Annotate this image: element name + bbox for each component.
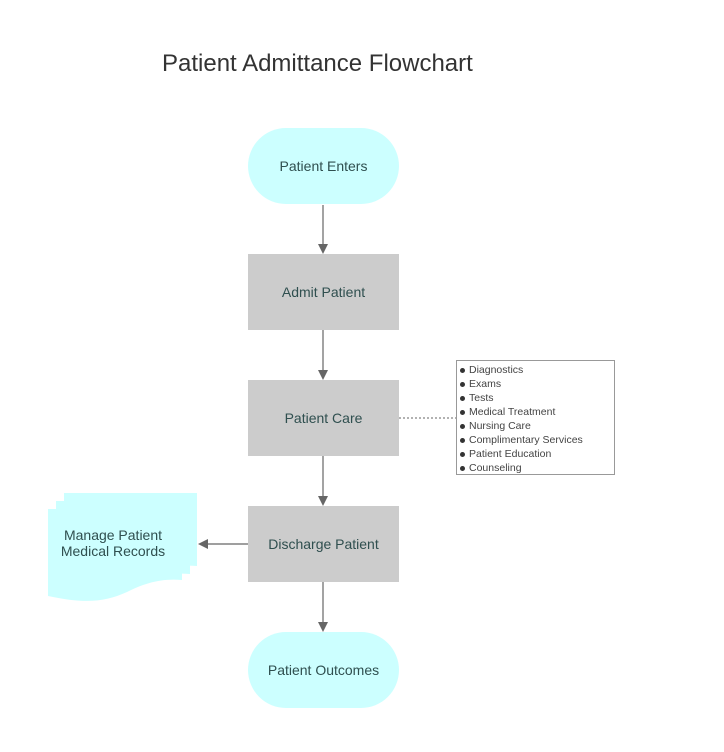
node-label: Discharge Patient bbox=[268, 536, 379, 552]
care-detail-label: Exams bbox=[469, 378, 502, 390]
node-admit-patient[interactable]: Admit Patient bbox=[248, 254, 399, 330]
node-discharge-patient[interactable]: Discharge Patient bbox=[248, 506, 399, 582]
care-detail-item: Medical Treatment bbox=[459, 405, 614, 419]
records-document-stack bbox=[48, 493, 197, 601]
bullet-icon bbox=[460, 438, 465, 443]
care-detail-label: Patient Education bbox=[469, 448, 552, 460]
node-manage-records[interactable]: Manage Patient Medical Records bbox=[50, 527, 176, 559]
care-detail-item: Complimentary Services bbox=[459, 433, 614, 447]
care-detail-label: Complimentary Services bbox=[469, 434, 583, 446]
bullet-icon bbox=[460, 382, 465, 387]
care-details-annotation: Diagnostics Exams Tests Medical Treatmen… bbox=[456, 360, 615, 475]
node-patient-outcomes[interactable]: Patient Outcomes bbox=[248, 632, 399, 708]
care-detail-item: Diagnostics bbox=[459, 363, 614, 377]
bullet-icon bbox=[460, 396, 465, 401]
node-label: Admit Patient bbox=[281, 284, 366, 300]
node-label: Patient Outcomes bbox=[267, 662, 380, 678]
node-patient-enters[interactable]: Patient Enters bbox=[248, 128, 399, 204]
node-label: Patient Enters bbox=[279, 158, 368, 174]
care-detail-item: Nursing Care bbox=[459, 419, 614, 433]
bullet-icon bbox=[460, 424, 465, 429]
document-sheet-front bbox=[48, 509, 182, 601]
records-label-line1: Manage Patient bbox=[63, 527, 163, 543]
care-detail-item: Counseling bbox=[459, 461, 614, 475]
care-detail-item: Patient Education bbox=[459, 447, 614, 461]
care-detail-label: Counseling bbox=[469, 462, 522, 474]
bullet-icon bbox=[460, 466, 465, 471]
care-detail-item: Tests bbox=[459, 391, 614, 405]
bullet-icon bbox=[460, 368, 465, 373]
care-detail-label: Diagnostics bbox=[469, 364, 524, 376]
node-patient-care[interactable]: Patient Care bbox=[248, 380, 399, 456]
bullet-icon bbox=[460, 452, 465, 457]
records-label-line2: Medical Records bbox=[60, 543, 166, 559]
node-label: Patient Care bbox=[284, 410, 363, 426]
bullet-icon bbox=[460, 410, 465, 415]
care-detail-item: Exams bbox=[459, 377, 614, 391]
care-detail-label: Medical Treatment bbox=[469, 406, 556, 418]
care-detail-label: Tests bbox=[469, 392, 494, 404]
page-title: Patient Admittance Flowchart bbox=[162, 50, 473, 77]
care-detail-label: Nursing Care bbox=[469, 420, 531, 432]
